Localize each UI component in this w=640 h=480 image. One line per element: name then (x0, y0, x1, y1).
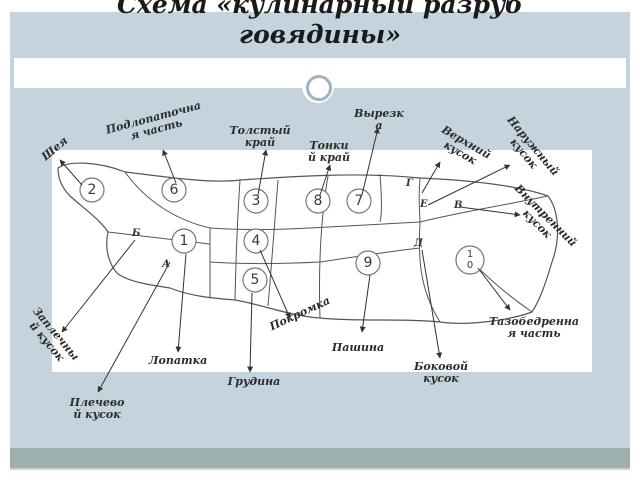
cut-number-1: 1 (179, 233, 189, 249)
cut-number-4: 4 (251, 233, 261, 249)
letter-e: Е (420, 199, 428, 210)
cut-number-3: 3 (251, 193, 261, 209)
label-pashina: Пашина (331, 341, 385, 354)
cut-number-6: 6 (169, 182, 179, 198)
label-tazobedrennaya-chast: Тазобедренна я часть (488, 315, 580, 340)
label-lopatka: Лопатка (148, 354, 208, 367)
cut-number-5: 5 (250, 272, 260, 288)
ring-ornament-icon (306, 75, 332, 101)
pointer-arrows (59, 127, 521, 393)
page-title-line-2: говядины» (239, 20, 401, 49)
cut-number-10-tens: 1 (466, 249, 474, 260)
cut-number-7: 7 (354, 193, 364, 209)
label-vyrezka: Вырезк а (354, 107, 404, 132)
cut-number-8: 8 (313, 193, 323, 209)
title-band (14, 18, 626, 56)
letter-a: А (162, 259, 171, 270)
cut-number-circles (79, 177, 485, 293)
letter-b: Б (132, 228, 141, 239)
cut-number-2: 2 (87, 182, 97, 198)
label-grudina: Грудина (227, 375, 281, 388)
label-bokovoy-kusok: Боковой кусок (413, 360, 469, 385)
cut-lines (107, 171, 549, 323)
page-title-line-1: Схема «кулинарный разруб (117, 0, 523, 19)
label-plechevoy-kusok: Плечево й кусок (69, 396, 125, 421)
cut-number-10-units: 0 (466, 260, 474, 271)
diagram-picture-area (52, 150, 592, 372)
label-tolsty-kray: Толстый край (229, 124, 291, 149)
footer-band (10, 448, 630, 468)
letter-g: Г (406, 178, 413, 189)
cut-number-9: 9 (363, 255, 373, 271)
letter-v: В (454, 200, 463, 211)
letter-d: Д (414, 238, 423, 249)
label-tonky-kray: Тонки й край (307, 139, 351, 164)
